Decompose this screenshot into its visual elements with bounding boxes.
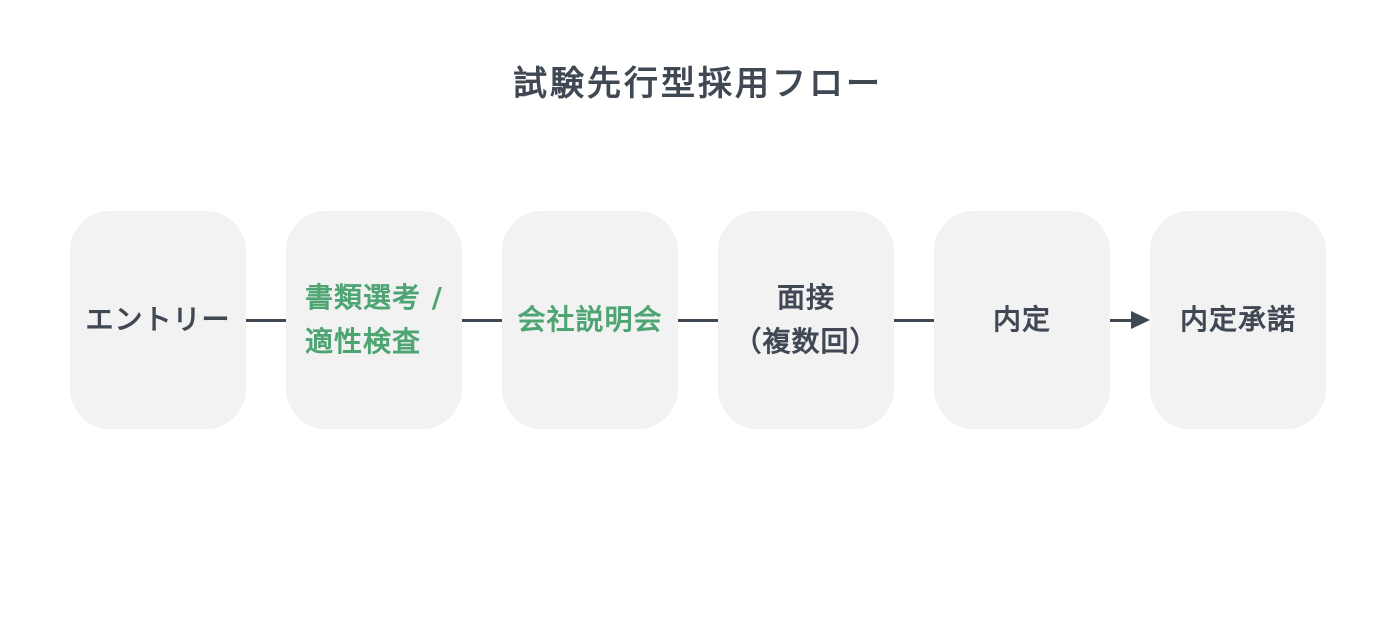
flow-step-offer-acceptance: 内定承諾 (1150, 211, 1326, 429)
diagram-canvas: 試験先行型採用フロー エントリー 書類選考 / 適性検査 会社説明会 (0, 56, 1396, 429)
flow-step-company-info-session: 会社説明会 (502, 211, 678, 429)
connector-line (462, 310, 502, 330)
connector-line (246, 310, 286, 330)
step-label-line: 適性検査 (305, 325, 422, 358)
flow-row: エントリー 書類選考 / 適性検査 会社説明会 (0, 211, 1396, 429)
connector-line (678, 310, 718, 330)
step-label-line: 書類選考 / (305, 281, 443, 314)
flow-step-interview: 面接 （複数回） (718, 211, 894, 429)
flow-step-document-screening: 書類選考 / 適性検査 (286, 211, 462, 429)
step-label-line: 面接 (776, 281, 835, 314)
step-label: 会社説明会 (517, 298, 662, 342)
step-label: エントリー (85, 298, 230, 342)
connector-line (894, 310, 934, 330)
flow-step-job-offer: 内定 (934, 211, 1110, 429)
step-label: 書類選考 / 適性検査 (305, 276, 443, 364)
arrow-right-icon (1131, 311, 1150, 329)
step-label-line: 内定 (992, 303, 1051, 336)
step-label-line: （複数回） (733, 325, 879, 358)
step-label: 内定 (993, 298, 1051, 342)
step-label-line: 会社説明会 (517, 303, 663, 336)
step-label-line: エントリー (85, 303, 231, 336)
page-title: 試験先行型採用フロー (513, 64, 883, 104)
step-label-line: 内定承諾 (1179, 303, 1296, 336)
connector-arrow (1110, 310, 1150, 330)
step-label: 面接 （複数回） (733, 276, 878, 364)
flow-step-entry: エントリー (70, 211, 246, 429)
step-label: 内定承諾 (1180, 298, 1296, 342)
